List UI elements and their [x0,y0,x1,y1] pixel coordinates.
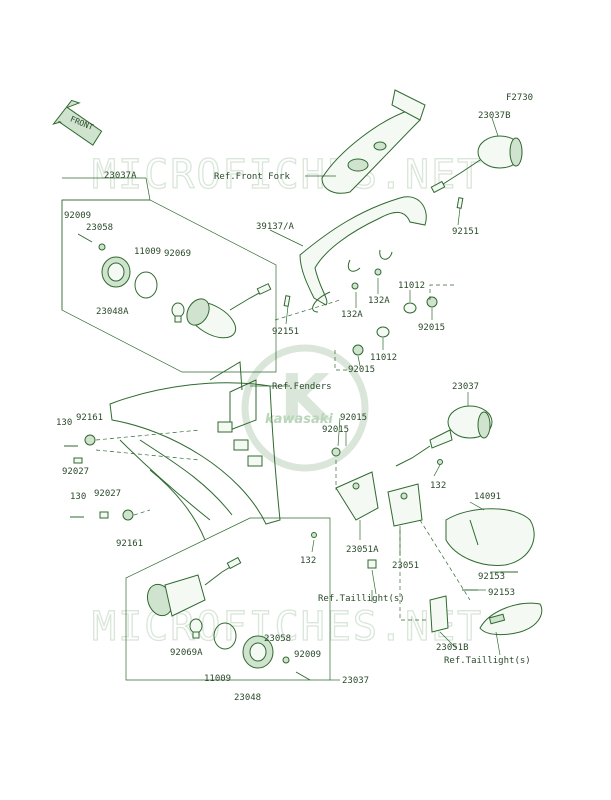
nut-92015-3 [331,447,341,457]
label-23051: 23051 [392,561,419,571]
logo-text: kawasaki [265,412,333,427]
label-92027-1: 92027 [62,467,89,477]
nut-132-2 [311,532,317,538]
bolt-92151-left [283,295,291,307]
label-92015-1: 92015 [418,323,445,333]
turn-signal-top-right [430,135,523,194]
ref-front-fork: Ref.Front Fork [214,172,290,182]
bolt-23051 [367,559,377,569]
label-23048: 23048 [234,693,261,703]
plate-23051B [429,595,449,633]
logo-letter: K [280,362,332,436]
label-92027-2: 92027 [94,489,121,499]
front-fender [109,361,281,541]
label-11009-bottom: 11009 [204,674,231,684]
washer-92161-1 [84,434,96,446]
bulb-92069A [189,618,203,639]
label-11009-top: 11009 [134,247,161,257]
label-132-1: 132 [430,481,446,491]
front-fork-assembly [321,89,426,194]
label-132-2: 132 [300,556,316,566]
bushing-11012-1 [403,302,417,314]
collar-92027-2 [99,511,109,519]
label-23037-bottom: 23037 [342,676,369,686]
label-92153-1: 92153 [478,572,505,582]
label-92161-2: 92161 [116,539,143,549]
ref-taillight-1: Ref.Taillight(s) [318,594,405,604]
bushing-11012-2 [376,326,390,338]
leader-lines [62,117,501,681]
bulb-92069-top [171,302,185,323]
gasket-11009-bottom [213,622,237,650]
label-23051B: 23051B [436,643,469,653]
label-92161-1: 92161 [76,413,103,423]
turn-signal-right [395,405,493,467]
label-92009-bottom: 92009 [294,650,321,660]
label-92153-2: 92153 [488,588,515,598]
bracket-23051A [335,471,423,527]
label-92009-top: 92009 [64,211,91,221]
label-92069-top: 92069 [164,249,191,259]
label-92015-2: 92015 [348,365,375,375]
label-92069A: 92069A [170,648,203,658]
collar-92027-1 [73,457,83,464]
lens-housing-23048 [242,635,274,669]
label-130-2: 130 [70,492,86,502]
gasket-11009-top [134,271,158,299]
turn-signal-top-left [186,283,272,339]
nut-23058-top [98,243,106,251]
label-23037B: 23037B [478,111,511,121]
label-92015-3: 92015 [340,413,367,423]
nut-92015-2 [352,344,364,356]
nut-92015-1 [426,296,438,308]
label-23037-right: 23037 [452,382,479,392]
cover-14091 [445,508,535,566]
label-11012-1: 11012 [398,281,425,291]
bracket-39137A [299,196,427,313]
kawasaki-logo: K kawasaki [241,344,369,472]
nut-132-1 [437,459,443,465]
front-arrow: FRONT [52,99,103,146]
taillight-ref [479,602,543,636]
lens-housing-23048A [101,256,131,288]
label-23058-top: 23058 [86,223,113,233]
label-23037A: 23037A [104,171,137,181]
label-23048A: 23048A [96,307,129,317]
label-132A-1: 132A [341,310,363,320]
screw-92009-bottom [295,671,311,681]
nut-132A-2 [374,268,382,276]
label-11012-2: 11012 [370,353,397,363]
ref-fenders: Ref.Fenders [272,382,332,392]
turn-signal-bottom-left [146,556,242,617]
ref-taillight-2: Ref.Taillight(s) [444,656,531,666]
watermark-text-top: MICROFICHES.NET [92,152,483,198]
label-14091: 14091 [474,492,501,502]
bolt-92151-right [456,197,464,209]
screw-92009-top [77,233,93,243]
nut-132A-1 [351,282,359,290]
label-92151-right: 92151 [452,227,479,237]
label-132A-2: 132A [368,296,390,306]
label-130-1: 130 [56,418,72,428]
washer-92161-2 [122,509,134,521]
nut-23058-bottom [282,656,290,664]
label-39137A: 39137/A [256,222,295,232]
figure-code: F2730 [506,93,533,103]
part-labels: 23037B 23037A Ref.Front Fork 92009 23058… [56,111,531,703]
label-23058-bottom: 23058 [264,634,291,644]
label-23051A: 23051A [346,545,379,555]
label-92015-4: 92015 [322,425,349,435]
label-92151-left: 92151 [272,327,299,337]
